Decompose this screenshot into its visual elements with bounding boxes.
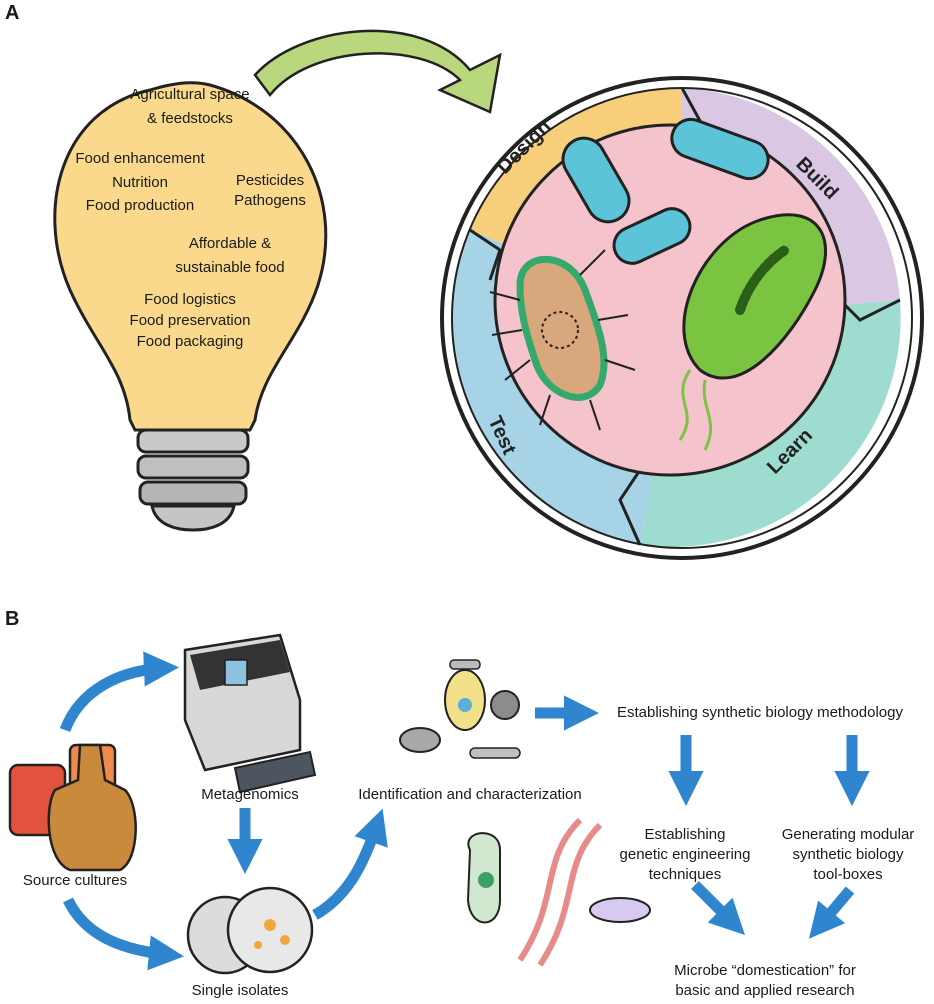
bacterium-rod-icon: [561, 136, 631, 224]
curved-arrow-icon: [253, 29, 502, 114]
label-domestication-2: basic and applied research: [675, 982, 855, 999]
label-single-isolates: Single isolates: [191, 982, 289, 999]
bulb-item: Nutrition: [112, 174, 168, 191]
arrow-genetic-to-domestication: [691, 881, 745, 935]
arrow-source-to-metagenomics: [59, 651, 180, 733]
bulb-base-ring-1: [136, 428, 250, 454]
arrow-modular-to-domestication: [808, 886, 855, 939]
label-genetic-1: Establishing: [644, 826, 726, 843]
light-bulb: [53, 81, 328, 532]
arrow-source-to-isolates: [63, 897, 185, 971]
microbes-cluster-icon: [399, 659, 521, 759]
bulb-item: Food production: [85, 197, 195, 214]
cell-and-dna-icon: [466, 817, 651, 967]
bulb-item: Food preservation: [129, 312, 251, 329]
label-modular-2: synthetic biology: [792, 846, 904, 863]
flagellated-bacterium-icon: [489, 249, 636, 431]
label-genetic-3: techniques: [648, 866, 722, 883]
label-genetic-2: genetic engineering: [619, 846, 751, 863]
bulb-item: Food logistics: [144, 291, 236, 308]
dbtl-cycle-diagram: Design Build Learn Test: [440, 76, 924, 560]
flow-arrows: [59, 651, 870, 971]
label-source-cultures: Source cultures: [22, 872, 128, 889]
green-bacterium-icon: [678, 213, 827, 451]
bulb-base-ring-2: [136, 454, 250, 480]
bulb-item: Agricultural space: [130, 86, 250, 103]
label-methodology: Establishing synthetic biology methodolo…: [616, 704, 903, 721]
bulb-base-ring-3: [138, 480, 248, 506]
petri-dish-icon: [186, 886, 314, 975]
bacterium-rod-icon: [612, 207, 692, 265]
label-domestication-1: Microbe “domestication” for: [674, 962, 856, 979]
bulb-tip: [150, 504, 236, 532]
panel-letter-b: B: [5, 608, 20, 630]
bulb-item: sustainable food: [175, 259, 285, 276]
source-cultures-jars-icon: [8, 743, 137, 872]
arrow-isolates-to-identification: [312, 808, 388, 920]
bulb-item: Pathogens: [234, 192, 306, 209]
label-modular-1: Generating modular: [781, 826, 915, 843]
bulb-item: & feedstocks: [147, 110, 233, 127]
bulb-item: Food enhancement: [75, 150, 205, 167]
bulb-item: Affordable &: [188, 235, 272, 252]
bulb-item: Food packaging: [136, 333, 244, 350]
label-metagenomics: Metagenomics: [201, 786, 299, 803]
label-identification: Identification and characterization: [358, 786, 582, 803]
label-modular-3: tool-boxes: [813, 866, 883, 883]
panel-letter-a: A: [5, 2, 20, 24]
bacterium-rod-icon: [670, 117, 770, 181]
sequencer-machine-icon: [183, 633, 317, 794]
bulb-item: Pesticides: [235, 172, 305, 189]
